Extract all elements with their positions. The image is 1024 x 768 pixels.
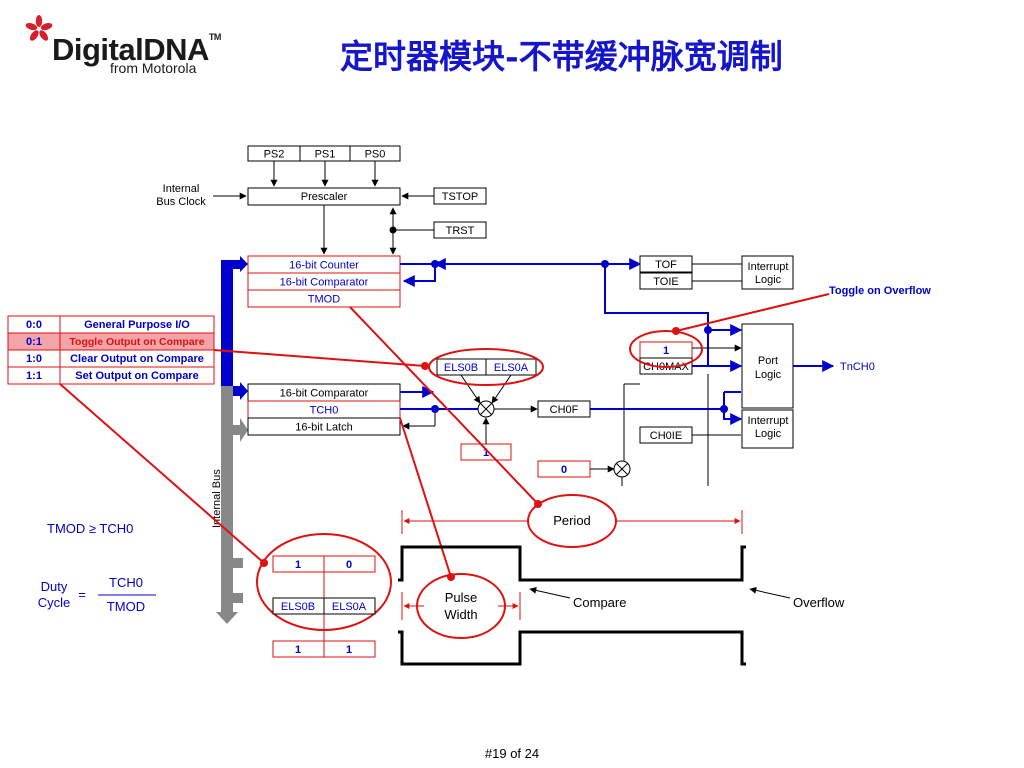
counter-block: 16-bit Counter 16-bit Comparator TMOD (247, 255, 401, 308)
mode-code-3: 1:1 (26, 370, 42, 382)
duty-denominator: TMOD (107, 599, 145, 614)
els-label-1: ELS0A (332, 601, 367, 613)
mode-label-0: General Purpose I/O (84, 319, 190, 331)
mode-code-2: 1:0 (26, 353, 42, 365)
interrupt-logic-top-label-1: Interrupt (748, 261, 789, 273)
tof-label: TOF (655, 259, 677, 271)
small-one-label: 1 (483, 447, 489, 459)
internal-bus-clock-label-1: Internal (163, 183, 200, 195)
els-value-top-1: 0 (346, 559, 352, 571)
comparator-top-label: 16-bit Comparator (280, 277, 369, 289)
enable-gate-icon (613, 460, 631, 478)
tmod-label: TMOD (308, 294, 340, 306)
pwm-waveform-bottom (398, 630, 746, 666)
port-logic-box (741, 323, 794, 409)
tch0-label: TCH0 (310, 405, 339, 417)
channel-block: 16-bit Comparator TCH0 16-bit Latch (247, 383, 401, 436)
mode-label-3: Set Output on Compare (75, 370, 198, 382)
dna-star-icon (25, 15, 53, 41)
prescaler-select-bits: PS2 PS1 PS0 (247, 145, 401, 187)
interrupt-logic-top-box (741, 255, 794, 290)
els-config-bottom: 1 0 ELS0B ELS0A 1 1 (272, 555, 376, 658)
ps1-label: PS1 (315, 149, 336, 161)
compare-gate-icon (477, 400, 495, 418)
counter-label: 16-bit Counter (289, 260, 359, 272)
port-logic-label-2: Logic (755, 369, 782, 381)
duty-label-2: Cycle (38, 595, 71, 610)
overflow-label: Overflow (793, 595, 845, 610)
els0a-mid-label: ELS0A (494, 362, 529, 374)
port-logic-label-1: Port (758, 355, 778, 367)
pulse-width-marker (401, 592, 521, 620)
logo-subtitle: from Motorola (110, 60, 197, 76)
pulse-width-label-1: Pulse (445, 590, 478, 605)
duty-label-1: Duty (41, 579, 68, 594)
mode-label-1: Toggle Output on Compare (69, 336, 204, 348)
pwm-waveform-top (398, 545, 746, 582)
ps0-label: PS0 (365, 149, 386, 161)
interrupt-logic-top-label-2: Logic (755, 274, 782, 286)
toggle-on-overflow-label: Toggle on Overflow (829, 285, 931, 297)
logo-brand: DigitalDNATM (52, 32, 221, 67)
period-marker (401, 510, 743, 534)
mode-code-0: 0:0 (26, 319, 42, 331)
els-value-bottom-1: 1 (346, 644, 352, 656)
timer-pwm-diagram: Internal Bus PS2 PS1 PS0 Internal Bus Cl… (7, 145, 931, 666)
els-label-0: ELS0B (281, 601, 315, 613)
tstop-label: TSTOP (442, 191, 478, 203)
latch-label: 16-bit Latch (295, 422, 352, 434)
internal-bus: Internal Bus (211, 256, 248, 624)
prescaler-label: Prescaler (301, 191, 348, 203)
digitaldna-logo: DigitalDNATM from Motorola (24, 14, 224, 78)
slide-number: #19 of 24 (484, 746, 540, 761)
ch0f-label: CH0F (550, 404, 579, 416)
comparator-ch-label: 16-bit Comparator (280, 388, 369, 400)
duty-equals: = (78, 587, 86, 602)
mode-table: 0:0 General Purpose I/O 0:1 Toggle Outpu… (7, 315, 215, 385)
period-label: Period (553, 513, 591, 528)
tmod-ge-tch0: TMOD ≥ TCH0 (47, 521, 133, 536)
tnch0-label: TnCH0 (840, 361, 875, 373)
ch0max-value: 1 (663, 345, 669, 357)
trst-label: TRST (446, 225, 475, 237)
small-zero-label: 0 (561, 464, 567, 476)
interrupt-logic-bottom-label-2: Logic (755, 428, 782, 440)
mode-label-2: Clear Output on Compare (70, 353, 204, 365)
toie-label: TOIE (653, 276, 678, 288)
els-value-top-0: 1 (295, 559, 301, 571)
els0b-mid-label: ELS0B (444, 362, 478, 374)
els-value-bottom-0: 1 (295, 644, 301, 656)
mode-code-1: 0:1 (26, 336, 42, 348)
internal-bus-label: Internal Bus (211, 469, 223, 528)
slide-title: 定时器模块-不带缓冲脉宽调制 (340, 37, 783, 76)
duty-numerator: TCH0 (109, 575, 143, 590)
ch0ie-label: CH0IE (650, 430, 682, 442)
compare-label: Compare (573, 595, 626, 610)
pulse-width-label-2: Width (444, 607, 477, 622)
interrupt-logic-bottom-box (741, 409, 794, 449)
interrupt-logic-bottom-label-1: Interrupt (748, 415, 789, 427)
internal-bus-clock-label-2: Bus Clock (156, 196, 206, 208)
ps2-label: PS2 (264, 149, 285, 161)
red-annotations (59, 293, 830, 639)
